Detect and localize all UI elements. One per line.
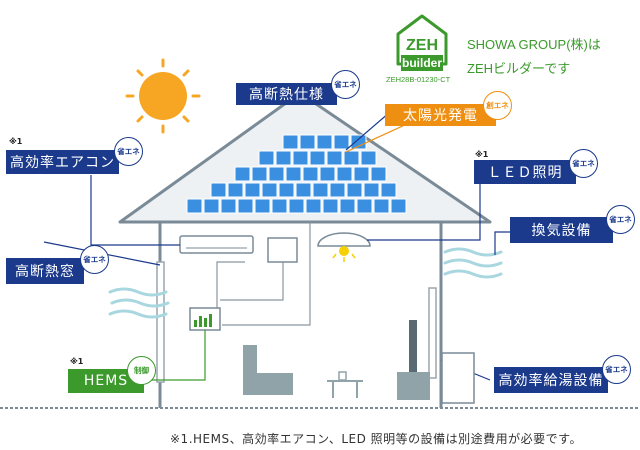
note-star-hems: ※1 (70, 357, 84, 366)
label-led: ＬＥＤ照明 (474, 160, 576, 184)
solar-panel-cell (227, 182, 244, 198)
company-line-2: ZEHビルダーです (467, 61, 571, 76)
solar-panel-cell (353, 166, 370, 182)
hems-monitor-icon (189, 307, 221, 331)
label-insulation-spec: 高断熱仕様 (236, 83, 337, 105)
solar-panel-cell (390, 198, 407, 214)
badge-energy-saving: 省エネ (114, 137, 143, 166)
badge-energy-creation: 創エネ (483, 91, 512, 120)
solar-panel-cell (343, 150, 360, 166)
solar-panel-cell (237, 198, 254, 214)
solar-panel-cell (356, 198, 373, 214)
led-light-icon (317, 232, 371, 262)
badge-control: 制御 (127, 356, 156, 385)
note-star-led: ※1 (475, 150, 489, 159)
badge-energy-saving: 省エネ (602, 355, 631, 384)
solar-panel-cell (210, 182, 227, 198)
water-heater-icon (441, 352, 475, 404)
solar-panel-cell (326, 150, 343, 166)
solar-panel-cell (339, 198, 356, 214)
solar-panel-cell (244, 182, 261, 198)
table-icon (327, 371, 363, 398)
badge-energy-saving: 省エネ (606, 205, 635, 234)
solar-panel-cell (251, 166, 268, 182)
solar-panel-cell (275, 150, 292, 166)
solar-panel-cell (316, 134, 333, 150)
solar-panel-cell (380, 182, 397, 198)
right-window (428, 287, 437, 379)
solar-panel-cell (370, 166, 387, 182)
label-ventilation: 換気設備 (510, 217, 613, 243)
solar-panel-cell (363, 182, 380, 198)
solar-panel-cell (203, 198, 220, 214)
solar-panel-cell (295, 182, 312, 198)
svg-text:ZEH: ZEH (406, 37, 438, 54)
solar-panels (186, 134, 407, 214)
label-solar: 太陽光発電 (385, 104, 496, 126)
solar-panel-cell (234, 166, 251, 182)
sofa-icon (243, 345, 293, 395)
solar-panel-cell (333, 134, 350, 150)
note-star-aircon: ※1 (9, 137, 23, 146)
zeh-registration-code: ZEH28B-01230-CT (386, 75, 451, 84)
air-conditioner-icon (179, 235, 254, 254)
svg-text:builder: builder (402, 56, 442, 70)
left-window (156, 261, 165, 383)
solar-panel-cell (292, 150, 309, 166)
solar-panel-cell (305, 198, 322, 214)
hems-line (145, 330, 206, 381)
connector-lines (216, 222, 311, 326)
solar-panel-cell (322, 198, 339, 214)
solar-panel-cell (278, 182, 295, 198)
footnote: ※1.HEMS、高効率エアコン、LED 照明等の設備は別途費用が必要です。 (170, 432, 582, 446)
solar-panel-cell (271, 198, 288, 214)
solar-panel-cell (350, 134, 367, 150)
solar-panel-cell (336, 166, 353, 182)
airflow-icon (108, 247, 503, 319)
solar-panel-cell (220, 198, 237, 214)
badge-energy-saving: 省エネ (80, 245, 109, 274)
solar-panel-cell (302, 166, 319, 182)
solar-panel-cell (309, 150, 326, 166)
solar-panel-cell (346, 182, 363, 198)
solar-panel-cell (282, 134, 299, 150)
solar-panel-cell (360, 150, 377, 166)
solar-panel-cell (288, 198, 305, 214)
zeh-logo-icon: ZEH builder (396, 14, 448, 71)
solar-panel-cell (319, 166, 336, 182)
solar-panel-cell (258, 150, 275, 166)
sun-icon (125, 58, 201, 134)
solar-panel-cell (312, 182, 329, 198)
label-windows: 高断熱窓 (6, 258, 84, 284)
solar-panel-cell (254, 198, 271, 214)
badge-energy-saving: 省エネ (331, 70, 360, 99)
label-aircon: 高効率エアコン (6, 150, 119, 174)
wall-panel-icon (267, 237, 298, 263)
tv-icon (397, 320, 430, 400)
solar-panel-cell (261, 182, 278, 198)
solar-panel-cell (186, 198, 203, 214)
solar-panel-cell (329, 182, 346, 198)
solar-panel-cell (268, 166, 285, 182)
badge-energy-saving: 省エネ (569, 149, 598, 178)
solar-panel-cell (299, 134, 316, 150)
company-line-1: SHOWA GROUP(株)は (467, 37, 601, 52)
label-water-heater: 高効率給湯設備 (494, 367, 608, 393)
solar-panel-cell (373, 198, 390, 214)
solar-panel-cell (285, 166, 302, 182)
